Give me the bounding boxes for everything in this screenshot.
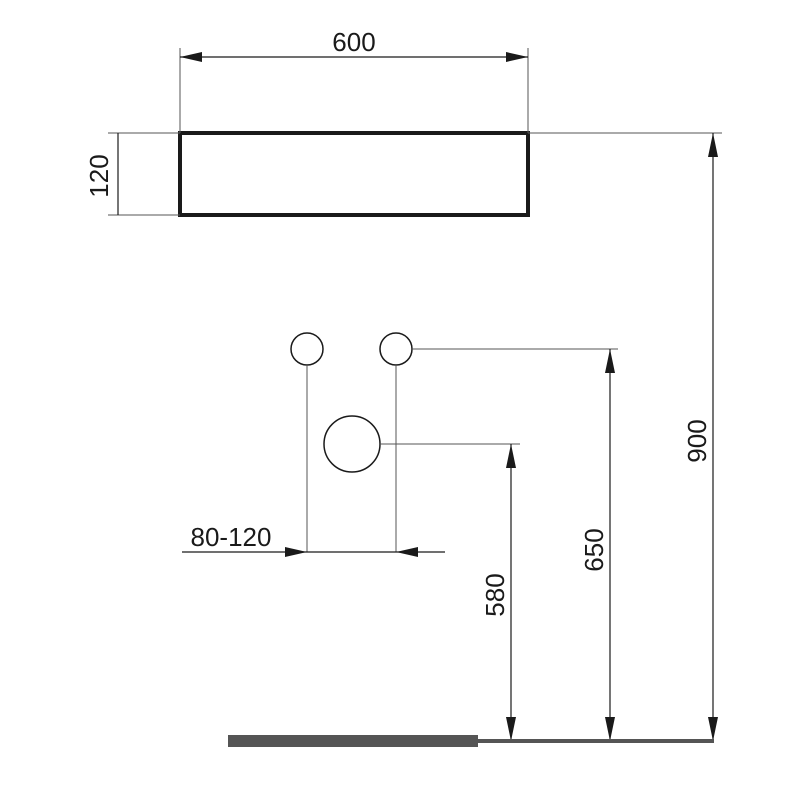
arrowhead [708, 133, 718, 157]
waste-height-dimension: 580 [380, 443, 520, 741]
total-height-label: 900 [682, 419, 712, 462]
valve-height-dimension: 650 [412, 348, 618, 741]
width-dimension: 600 [179, 27, 529, 133]
arrowhead [605, 717, 615, 741]
arrowhead [396, 547, 418, 557]
waste-height-label: 580 [480, 573, 510, 616]
floor-line [228, 735, 714, 747]
depth-dimension: 120 [84, 132, 180, 216]
arrowhead [506, 52, 528, 62]
arrowhead [605, 349, 615, 373]
valve-spacing-dimension: 80-120 [182, 522, 445, 557]
width-label: 600 [332, 27, 375, 57]
arrowhead [180, 52, 202, 62]
floor-thick-segment [228, 735, 478, 747]
floor-thin-segment [478, 739, 714, 743]
arrowhead [708, 717, 718, 741]
arrowhead [506, 717, 516, 741]
valve-right-circle [379, 332, 413, 366]
arrowhead [506, 444, 516, 468]
valve-spacing-label: 80-120 [191, 522, 272, 552]
valve-left-circle [290, 332, 324, 366]
waste-outlet-circle [323, 415, 381, 473]
total-height-dimension: 900 [528, 132, 722, 741]
depth-label: 120 [84, 154, 114, 197]
valve-height-label: 650 [579, 528, 609, 571]
arrowhead [285, 547, 307, 557]
basin-outline [178, 131, 530, 217]
